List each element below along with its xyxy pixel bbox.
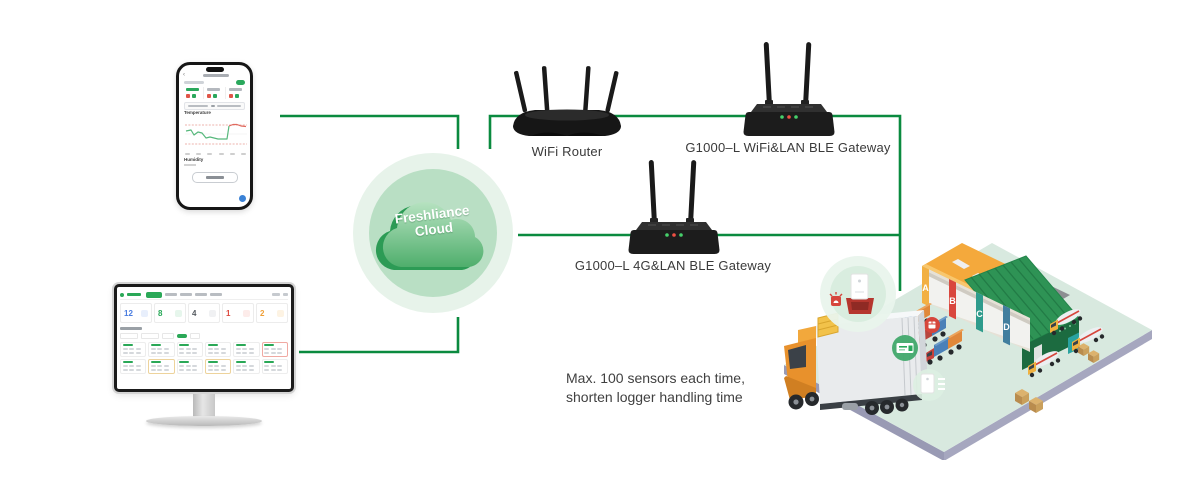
refrigerated-truck (784, 256, 945, 415)
dock-letter-c: C (976, 309, 983, 319)
gateway-4g-lan-device (628, 160, 720, 254)
gateway-wifi-lan-label: G1000–L WiFi&LAN BLE Gateway (685, 140, 891, 155)
device-card (148, 341, 175, 357)
web-dashboard: 12 8 4 1 2 (117, 287, 291, 389)
phone-sensor-tabs (183, 87, 246, 99)
device-card (233, 358, 260, 374)
smartphone: ‹ Temperature Humid (176, 62, 253, 210)
device-card (176, 358, 203, 374)
dock-wall: A B C D (922, 266, 1030, 352)
warehouse-building: A B C D (922, 243, 1080, 370)
section-title-placeholder (120, 327, 142, 330)
phone-date-range-selector (184, 102, 245, 110)
tanker-truck (1028, 351, 1061, 378)
device-card (120, 341, 147, 357)
brand-logo-icon (120, 292, 124, 297)
device-card (261, 358, 288, 374)
wifi-router-device (513, 66, 621, 136)
back-chevron-icon: ‹ (183, 72, 185, 78)
phone-temperature-chart (185, 123, 247, 145)
freshliance-cloud: Freshliance Cloud (353, 153, 513, 313)
router-antennas (514, 66, 619, 113)
stat-icon (141, 309, 148, 317)
stat-card-total: 12 (120, 303, 152, 323)
stat-card-offline: 4 (188, 303, 220, 323)
truck-cab (784, 326, 816, 400)
dock-letter-a: A (922, 283, 929, 293)
dock-letter-b: B (949, 296, 956, 306)
gateway-4g-lan-label: G1000–L 4G&LAN BLE Gateway (574, 258, 772, 273)
stat-icon (175, 309, 182, 317)
device-card (233, 341, 260, 357)
dock-letters: A B C D (922, 283, 1010, 332)
filter-toggle (177, 333, 187, 338)
gateway-status-leds (665, 233, 683, 237)
brand-name-placeholder (127, 293, 141, 296)
dashboard-filter-row (120, 332, 288, 339)
device-card (176, 341, 203, 357)
truck-wheels (788, 392, 909, 415)
stat-icon (209, 309, 216, 317)
device-card-warning (148, 358, 175, 374)
skylight (952, 259, 970, 269)
connector-cloud-to-wifi-gateway (488, 114, 902, 291)
caption-line2: shorten logger handling time (566, 389, 743, 405)
mounted-gateway-device (850, 273, 869, 300)
phone-report-button (191, 172, 238, 183)
caption-line1: Max. 100 sensors each time, (566, 370, 745, 386)
stat-card-warning: 2 (256, 303, 288, 323)
phone-app-title-placeholder (203, 74, 229, 77)
connector-cloud-to-monitor (299, 317, 460, 354)
tab-external-sensor-1 (204, 87, 226, 99)
monitor-stand-base (146, 416, 262, 426)
tanker-truck (1050, 309, 1083, 336)
connector-phone-to-cloud (280, 114, 460, 149)
dock-pillars (922, 266, 1010, 346)
tab-built-in-sensor (183, 87, 205, 99)
cargo-boxes (1015, 343, 1100, 413)
temperature-chart-label: Temperature (184, 110, 211, 115)
humidity-chart-label: Humidity (184, 157, 204, 162)
stat-card-alarm: 1 (222, 303, 254, 323)
gateway-wifi-lan-device (743, 42, 835, 136)
phone-dynamic-island (205, 67, 224, 72)
stat-icon (277, 309, 284, 317)
logger-highlight-tag (892, 335, 918, 361)
dock-letter-d: D (1003, 322, 1010, 332)
stat-card-online: 8 (154, 303, 186, 323)
phone-humidity-placeholder (184, 164, 196, 166)
phone-toggle-switch (236, 80, 245, 85)
truck-alert-badge (924, 317, 940, 333)
logger-highlight-device (913, 369, 945, 401)
wifi-router-label: WiFi Router (531, 144, 603, 159)
monitor-stand-neck (193, 394, 215, 418)
gateway-status-leds (780, 115, 798, 119)
stat-icon (243, 309, 250, 317)
alarm-icon (829, 292, 843, 306)
phone-chart-x-axis (185, 153, 246, 155)
gateway-callout (820, 256, 896, 332)
device-card (205, 341, 232, 357)
trailer-side (816, 316, 922, 404)
device-card-alarm (261, 341, 288, 357)
dashboard-stat-cards: 12 8 4 1 2 (120, 303, 288, 323)
phone-sensor-name-placeholder (184, 81, 204, 84)
dashboard-navbar (120, 290, 288, 300)
gateway-antennas (763, 42, 812, 107)
nav-active-item (146, 291, 162, 298)
dock-doors (929, 272, 1030, 349)
delivery-truck (926, 329, 964, 365)
caption-text: Max. 100 sensors each time, shorten logg… (566, 369, 745, 407)
gateway-antennas (648, 160, 697, 225)
phone-chat-bubble-icon (239, 195, 246, 202)
desktop-monitor: 12 8 4 1 2 (114, 284, 294, 392)
device-card-grid (120, 341, 288, 374)
warehouse-scene: A B C D (784, 243, 1152, 460)
device-card (120, 358, 147, 374)
tab-external-sensor-2 (226, 87, 246, 99)
device-card-warning (205, 358, 232, 374)
cloud-icon (375, 202, 484, 270)
